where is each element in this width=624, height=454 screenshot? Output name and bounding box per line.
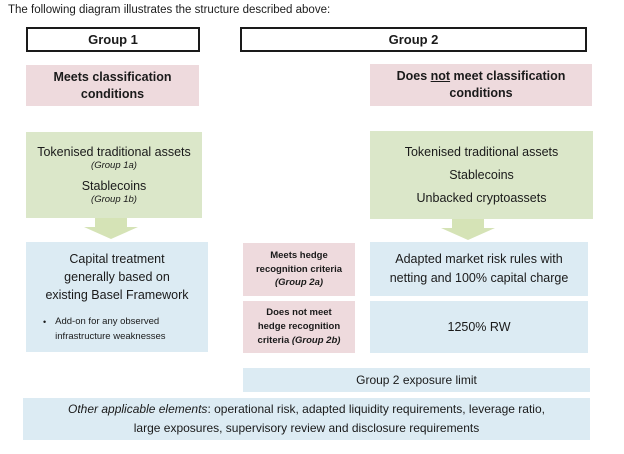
down-arrow-icon: [84, 218, 138, 239]
bullet-icon: •: [43, 317, 47, 328]
group1-asset-stablecoins: Stablecoins: [81, 179, 147, 193]
other-elements-line2: large exposures, supervisory review and …: [133, 421, 480, 435]
other-elements-line1-rest: : operational risk, adapted liquidity re…: [207, 402, 545, 417]
group2-classification-underlined-word: not: [430, 69, 451, 84]
group2a-label: (Group 2a): [274, 277, 324, 289]
group2-market-risk-box: Adapted market risk rules with netting a…: [370, 242, 588, 296]
down-arrow-shape: [84, 218, 138, 239]
group2-header-box: Group 2: [240, 27, 587, 52]
group2b-hedge-lastline: criteria (Group 2b): [258, 334, 341, 348]
intro-text: The following diagram illustrates the st…: [8, 4, 331, 16]
group1-classification-text: Meets classification conditions: [53, 69, 172, 101]
group1b-label: (Group 1b): [91, 194, 137, 205]
group2-exposure-limit-text: Group 2 exposure limit: [356, 373, 477, 387]
group2-classification-prefix: Does: [396, 69, 431, 84]
down-arrow-icon: [441, 219, 495, 240]
other-elements-line1: Other applicable elements: operational r…: [68, 400, 545, 419]
group2b-hedge-lastline-prefix: criteria: [257, 334, 292, 346]
group1-classification-box: Meets classification conditions: [26, 65, 199, 106]
group2a-hedge-box: Meets hedge recognition criteria (Group …: [243, 243, 355, 296]
group2-classification-box: Does not meet classification conditions: [370, 64, 592, 106]
group2-classification-text: Does not meet classification conditions: [370, 68, 592, 102]
group1-header-label: Group 1: [88, 32, 138, 47]
other-elements-box: Other applicable elements: operational r…: [23, 398, 590, 440]
group2-asset-stablecoins: Stablecoins: [449, 168, 514, 182]
group2-header-label: Group 2: [388, 32, 439, 47]
group2-market-risk-text: Adapted market risk rules with netting a…: [389, 251, 569, 285]
group2b-hedge-text: Does not meet hedge recognition: [257, 307, 341, 333]
group1-treatment-bullet-text: Add-on for any observed infrastructure w…: [55, 316, 166, 342]
group2-assets-box: Tokenised traditional assets Stablecoins…: [370, 131, 593, 219]
group1-asset-tokenised: Tokenised traditional assets: [37, 145, 191, 159]
group2b-label: (Group 2b): [291, 334, 341, 346]
group2a-hedge-text: Meets hedge recognition criteria: [255, 249, 343, 275]
group2b-hedge-box: Does not meet hedge recognition criteria…: [243, 301, 355, 353]
group2-classification-suffix: meet classification conditions: [449, 69, 566, 100]
group1-header-box: Group 1: [26, 27, 200, 52]
group2-exposure-limit-box: Group 2 exposure limit: [243, 368, 590, 392]
group1a-label: (Group 1a): [91, 160, 137, 171]
other-elements-intro: Other applicable elements: [68, 402, 208, 417]
group1-treatment-bullet-row: • Add-on for any observed infrastructure…: [30, 315, 204, 344]
group1-assets-box: Tokenised traditional assets (Group 1a) …: [26, 132, 202, 218]
group2-risk-weight-box: 1250% RW: [370, 301, 588, 353]
group2-asset-unbacked: Unbacked cryptoassets: [416, 191, 547, 205]
group2-asset-tokenised: Tokenised traditional assets: [404, 145, 559, 159]
group1-treatment-box: Capital treatment generally based on exi…: [26, 242, 208, 352]
group1-treatment-text: Capital treatment generally based on exi…: [45, 252, 189, 303]
group2-risk-weight-text: 1250% RW: [447, 320, 511, 334]
down-arrow-shape: [441, 219, 495, 240]
